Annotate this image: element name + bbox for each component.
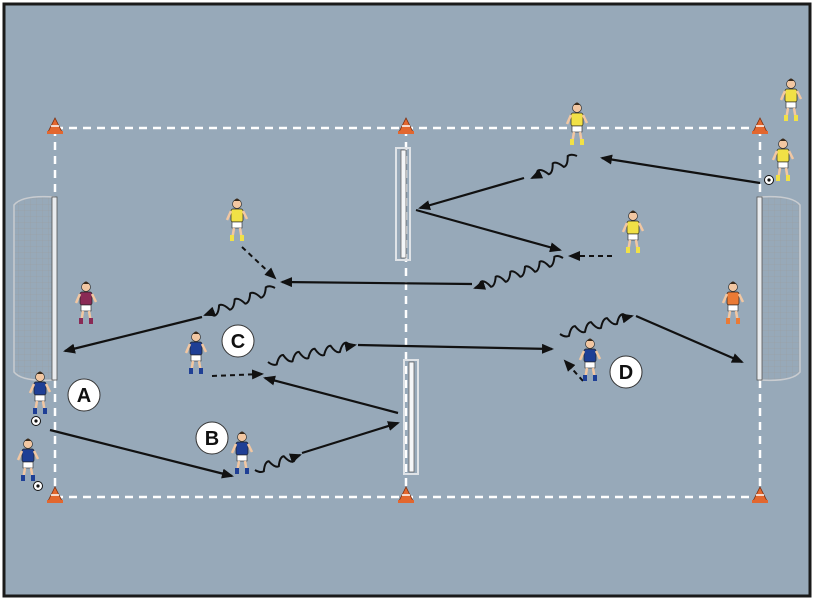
player-blue — [28, 371, 52, 426]
pass-arrow — [301, 421, 400, 455]
station-d-badge — [609, 355, 643, 389]
station-c-label: C — [231, 331, 245, 353]
dribble-arrow — [267, 341, 357, 366]
station-b-label: B — [205, 428, 219, 450]
station-labels: A B C D — [67, 324, 643, 455]
dribble-arrow — [254, 453, 302, 474]
run-arrow — [241, 246, 277, 280]
station-b-badge — [195, 421, 229, 455]
dribble-arrow — [559, 313, 634, 338]
station-a-badge — [67, 378, 101, 412]
mini-goal-top — [395, 147, 411, 261]
station-d-label: D — [619, 362, 633, 384]
goalkeeper-right — [721, 281, 745, 324]
goalkeeper-left — [74, 281, 98, 324]
run-arrow — [563, 359, 584, 382]
player-yellow — [779, 78, 803, 121]
pass-arrow — [63, 315, 203, 354]
ball-icon — [33, 481, 43, 491]
player-yellow — [764, 138, 795, 185]
right-goal — [756, 195, 801, 382]
pass-arrow — [357, 343, 554, 354]
ball-icon — [31, 416, 41, 426]
players — [16, 78, 803, 491]
mini-goal-bottom — [403, 359, 419, 475]
dribble-arrow — [203, 285, 276, 317]
dribble-arrow — [473, 254, 564, 290]
player-blue — [16, 438, 43, 491]
pass-arrow — [418, 176, 525, 211]
station-a-label: A — [77, 385, 91, 407]
cone-icon — [398, 117, 414, 134]
player-yellow — [225, 198, 249, 241]
ball-icon — [764, 175, 774, 185]
player-blue — [578, 338, 602, 381]
movement-arrows — [49, 153, 761, 479]
pass-arrow — [635, 314, 744, 364]
cone-icon — [398, 486, 414, 503]
station-c-badge — [221, 324, 255, 358]
pass-arrow — [280, 277, 473, 288]
pass-arrow — [415, 208, 562, 253]
pass-arrow — [49, 428, 234, 479]
player-yellow — [621, 210, 645, 253]
cone-icon — [752, 486, 768, 503]
dribble-arrow — [530, 153, 578, 179]
player-blue — [184, 331, 208, 374]
player-yellow — [565, 102, 589, 145]
cone-icon — [47, 486, 63, 503]
player-blue — [230, 431, 254, 474]
pass-arrow — [600, 154, 761, 185]
left-goal — [13, 195, 58, 382]
cone-icon — [752, 117, 768, 134]
cones — [47, 117, 768, 503]
cone-icon — [47, 117, 63, 134]
pass-arrow — [263, 375, 399, 415]
